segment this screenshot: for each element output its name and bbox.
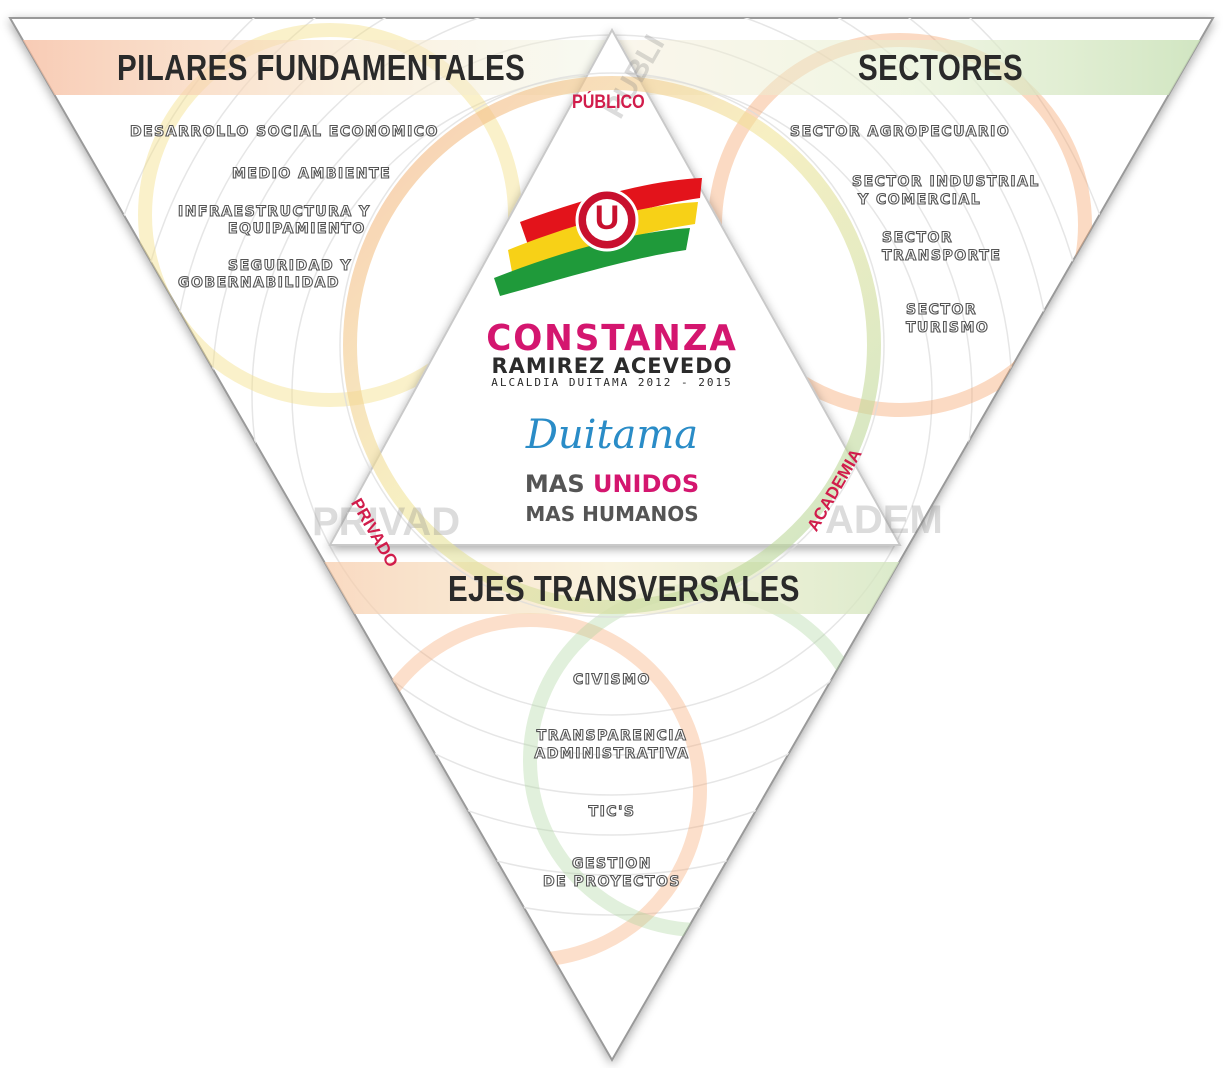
pillar-item: INFRAESTRUCTURA Y	[177, 203, 371, 220]
sectors-title: SECTORES	[858, 47, 1024, 88]
sector-item: SECTOR INDUSTRIAL	[851, 173, 1040, 190]
axes-title: EJES TRANSVERSALES	[448, 568, 800, 609]
u-badge-icon	[575, 188, 639, 252]
axis-item: ADMINISTRATIVA	[534, 745, 690, 762]
pillars-title: PILARES FUNDAMENTALES	[117, 47, 526, 88]
pillar-item: MEDIO AMBIENTE	[231, 165, 392, 182]
sector-item: SECTOR	[905, 301, 978, 318]
sector-item: SECTOR	[881, 229, 954, 246]
ghost-word-left: PRIVAD	[312, 500, 461, 544]
pillar-item: SEGURIDAD Y	[227, 257, 353, 274]
axis-item: TIC'S	[588, 803, 636, 820]
candidate-office: ALCALDIA DUITAMA 2012 - 2015	[491, 376, 733, 389]
slogan-line1-b: UNIDOS	[592, 470, 700, 498]
pillar-item: DESARROLLO SOCIAL ECONOMICO	[129, 123, 439, 140]
axis-item: DE PROYECTOS	[542, 873, 681, 890]
ghost-word-right: ADEM	[825, 498, 943, 542]
sector-item: TURISMO	[905, 319, 990, 336]
sectors-band	[613, 40, 1213, 95]
pillar-item: GOBERNABILIDAD	[177, 274, 341, 291]
candidate-last-names: RAMIREZ ACEVEDO	[491, 354, 733, 378]
sector-item: TRANSPORTE	[881, 247, 1002, 264]
slogan-line1: MAS UNIDOS	[462, 470, 762, 498]
sector-item: SECTOR AGROPECUARIO	[789, 123, 1011, 140]
pillars-band	[10, 40, 613, 95]
center-ring	[343, 76, 881, 614]
inner-triangle	[328, 27, 902, 546]
slogan-line2: MAS HUMANOS	[525, 502, 699, 526]
slogan-city: Duitama	[525, 412, 699, 458]
sector-item: Y COMERCIAL	[857, 191, 982, 208]
candidate-first-name: CONSTANZA	[486, 318, 738, 359]
slogan-line1-a: MAS	[524, 470, 585, 498]
axis-item: GESTION	[571, 855, 652, 872]
pillar-item: EQUIPAMIENTO	[227, 220, 366, 237]
u-badge-letter: U	[594, 199, 620, 237]
axis-item: CIVISMO	[572, 671, 651, 688]
vertex-label-top: PÚBLICO	[572, 92, 645, 113]
axis-item: TRANSPARENCIA	[536, 727, 688, 744]
